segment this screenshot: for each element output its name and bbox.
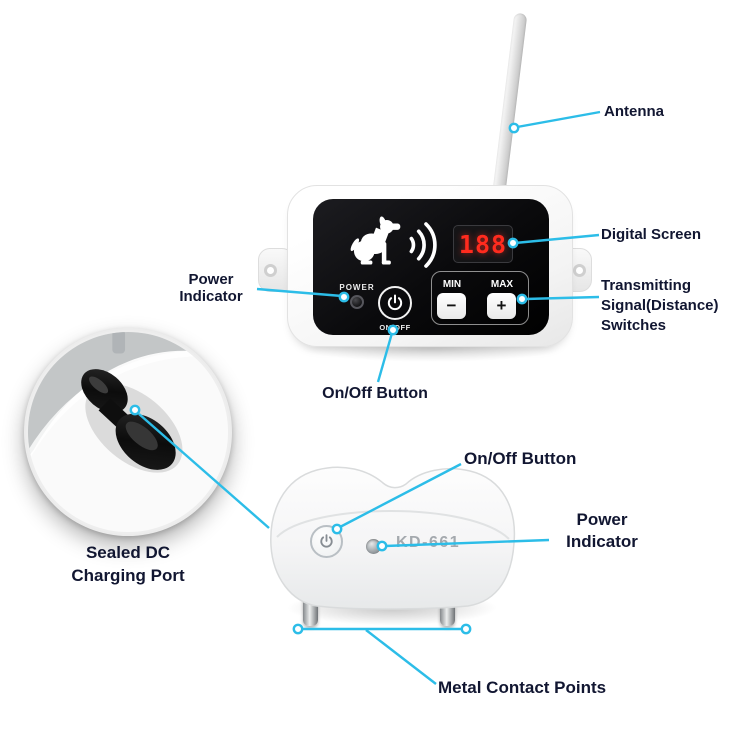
collar-on-off-button [310, 525, 343, 558]
max-label: MAX [490, 279, 514, 290]
label-digital-screen: Digital Screen [601, 226, 702, 243]
power-icon [320, 534, 333, 548]
power-indicator-label: POWER [339, 283, 375, 292]
callout-antenna [508, 110, 601, 134]
on-off-button [378, 286, 412, 320]
transmitter-control-panel: 188 POWER ON/OFF MIN MAX − + [313, 199, 549, 335]
signal-decrease-button: − [437, 293, 466, 319]
label-power-indicator-collar: Power Indicator [554, 509, 650, 553]
contact-pin [112, 331, 126, 354]
label-sealed-dc-line2: Charging Port [71, 566, 185, 585]
charging-port-inset [24, 328, 232, 536]
transmitter-body: 188 POWER ON/OFF MIN MAX − + [287, 185, 573, 347]
charging-port-photo [27, 331, 229, 533]
digital-screen: 188 [453, 225, 513, 263]
power-indicator-light [350, 295, 364, 309]
label-power-top-line2: Indicator [179, 288, 243, 305]
label-transmitting-line1: Transmitting [601, 277, 692, 294]
collar-power-indicator [366, 539, 381, 554]
min-label: MIN [442, 279, 462, 290]
mount-hole-left [264, 264, 277, 277]
signal-increase-button: + [487, 293, 516, 319]
display-value: 188 [458, 229, 508, 259]
mount-hole-right [573, 264, 586, 277]
label-power-indicator-top: Power Indicator [166, 271, 256, 305]
label-power-collar-line2: Indicator [566, 532, 638, 551]
label-transmitting-line2: Signal(Distance) [601, 297, 719, 314]
label-transmitting-switches: Transmitting Signal(Distance) Switches [601, 276, 719, 336]
on-off-label: ON/OFF [379, 323, 411, 332]
minus-icon: − [446, 296, 457, 315]
antenna [490, 12, 528, 213]
signal-waves-icon [409, 222, 437, 268]
label-onoff-collar: On/Off Button [464, 449, 577, 468]
label-power-top-line1: Power [188, 271, 234, 288]
label-power-collar-line1: Power [576, 510, 628, 529]
model-number: KD-661 [396, 534, 461, 551]
label-onoff-top: On/Off Button [322, 385, 428, 402]
label-sealed-dc-port: Sealed DC Charging Port [37, 541, 219, 587]
collar-outline [270, 466, 516, 610]
collar-receiver-body [270, 466, 516, 610]
dog-icon [350, 216, 401, 265]
label-sealed-dc-line1: Sealed DC [85, 543, 171, 562]
label-metal-contacts: Metal Contact Points [438, 678, 607, 697]
label-antenna: Antenna [604, 103, 664, 120]
power-icon [387, 294, 403, 311]
label-transmitting-line3: Switches [601, 317, 667, 334]
plus-icon: + [496, 296, 507, 315]
